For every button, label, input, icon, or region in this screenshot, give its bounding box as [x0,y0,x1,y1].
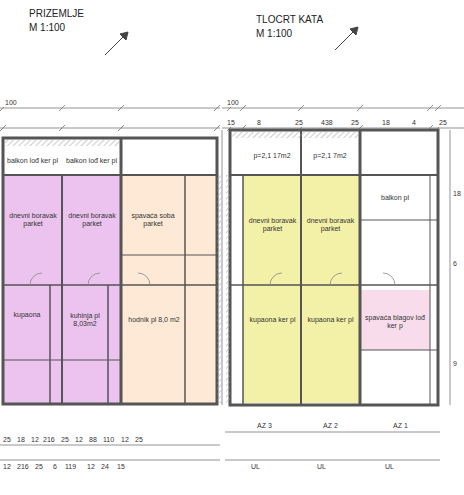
dimension-label: AZ 3 [256,422,273,430]
room-box: balkon lođ ker pl [64,148,119,174]
room-box: dnevni boravak parket [65,195,119,245]
dimension-label: 88 [88,436,98,444]
dimension-label: 24 [100,463,110,471]
dimension-label: UL [250,463,261,471]
dimension-label: 12 [86,463,96,471]
room-label: kupaona ker pl [250,316,296,324]
dimension-label: 12 [2,463,12,471]
room-box: dnevni boravak parket [304,200,357,250]
room-label: balkon lođ ker pl [66,157,117,165]
dimension-label: 15 [116,463,126,471]
dimension-label: 15 [226,119,236,127]
dimension-label: 4 [411,119,417,127]
dimension-label: 18 [16,436,26,444]
room-label: dnevni boravak parket [8,212,58,228]
dimension-label: 216 [42,436,56,444]
room-label: kuhinja pl 8,03m2 [66,312,104,328]
dimension-label: 6 [52,463,58,471]
dimension-label: 100 [226,99,240,107]
dimension-label: 18 [381,119,391,127]
room-box: balkon lođ ker pl [5,148,60,174]
dimension-label: 438 [320,119,334,127]
dimension-label: 12 [120,436,130,444]
room-box: kupaona ker pl [304,300,357,340]
dimension-label: 216 [16,463,30,471]
dimension-label: 25 [294,119,304,127]
room-label: spavaća soba parket [126,212,180,228]
room-label: balkon lođ ker pl [7,157,58,165]
room-label: dnevni boravak parket [248,217,297,233]
dimension-label: 25 [350,119,360,127]
title-text: PRIZEMLJE [28,8,85,19]
dimension-label: 6 [452,260,458,268]
dimension-label: 9 [452,360,458,368]
dimension-label: 119 [64,463,77,471]
room-box: kupaona [6,300,48,330]
dimension-label: 100 [4,99,18,107]
room-label: hodnik pl 8,0 m2 [128,316,179,324]
room-box: spavaća soba parket [124,195,182,245]
room-label: p=2,1 17m2 [253,152,290,160]
room-box: balkon pl [363,180,427,216]
room-label: dnevni boravak parket [67,212,117,228]
dimension-label: AZ 1 [392,422,409,430]
dimension-label: UL [316,463,327,471]
title-text: M 1:100 [28,22,66,33]
dimension-label: 25 [2,436,12,444]
dimension-label: 12 [74,436,84,444]
room-label: kupaona ker pl [308,316,354,324]
dimension-label: 8 [256,119,262,127]
dimension-label: 25 [134,436,144,444]
dimension-label: UL [384,463,395,471]
dimension-label: 12 [30,436,40,444]
room-box: kupaona ker pl [246,300,299,340]
title-text: TLOCRT KATA [255,14,324,25]
dimension-label: 110 [102,436,115,444]
room-box: p=2,1 7m2 [304,142,356,170]
dimension-label: 25 [438,119,448,127]
room-label: dnevni boravak parket [306,217,355,233]
room-box: kuhinja pl 8,03m2 [64,300,106,340]
room-label: spavaća blagov lođ ker p [365,314,425,330]
dimension-label: AZ 2 [322,422,339,430]
dimension-label: 25 [60,436,70,444]
room-box: p=2,1 17m2 [246,142,298,170]
room-label: kupaona [14,311,41,319]
room-box: dnevni boravak parket [6,195,60,245]
room-label: balkon pl [381,194,409,202]
room-box: dnevni boravak parket [246,200,299,250]
title-text: M 1:100 [255,28,293,39]
room-label: p=2,1 7m2 [313,152,346,160]
room-box: hodnik pl 8,0 m2 [126,300,182,340]
dimension-label: 18 [452,190,462,198]
dimension-label: 25 [34,463,44,471]
room-box: spavaća blagov lođ ker p [363,300,427,344]
